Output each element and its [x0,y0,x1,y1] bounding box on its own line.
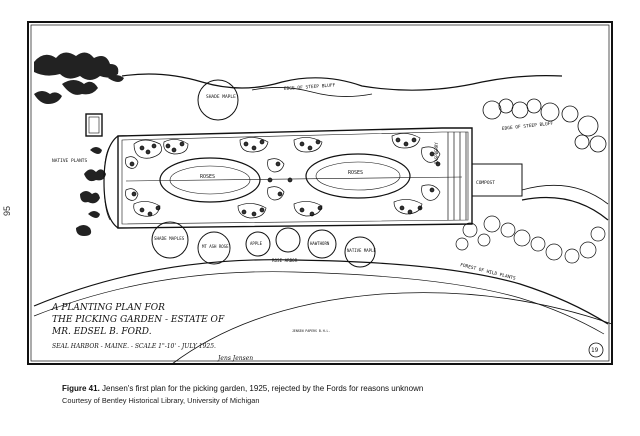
trees-right [455,215,606,264]
compost-area [472,163,523,197]
plan-title-line2: THE PICKING GARDEN - ESTATE OF [52,315,225,325]
native-maple-tree [344,236,376,268]
figure-caption: Figure 41. Jensen's first plan for the p… [62,383,622,394]
label-compost: COMPOST [476,180,495,186]
caption-text: Jensen's first plan for the picking gard… [102,384,424,393]
caption-label: Figure 41. [62,384,100,393]
sheet-number: 19 [591,347,599,354]
trees-top-right [482,98,607,153]
hawthorn-tree [307,229,337,259]
label-forest-wild-plants: FOREST OF WILD PLANTS [460,262,517,282]
apple-tree [245,231,271,257]
garden-pavilion [85,113,103,137]
label-shade-maples-left: SHADE MAPLES [154,236,185,241]
label-hawthorn: HAWTHORN [310,241,330,246]
drive-curve [521,196,609,221]
label-apple: APPLE [250,241,263,246]
shade-maple-top [197,79,239,121]
road-curve [33,259,609,325]
sheet-number-circle [588,342,604,358]
plan-signature: Jens Jensen [216,355,253,362]
archive-stamp: JENSEN PAPERS B.H.L. [292,329,330,333]
rose-bed-right [305,153,411,199]
plan-subtitle: SEAL HARBOR - MAINE. - SCALE 1"-10' - JU… [52,343,216,350]
woodland-foliage-top-left [34,52,124,104]
planting-plan-drawing: SHADE MAPLE EDGE OF STEEP BLUFF EDGE OF … [27,21,613,365]
label-rose-bed-left: ROSES [200,174,215,180]
figure-credit: Courtesy of Bentley Historical Library, … [62,396,260,405]
label-mt-ash-rose: MT ASH ROSE [202,244,229,249]
steep-bluff-line-top [121,73,563,91]
plan-title-line3: MR. EDSEL B. FORD. [51,327,152,337]
mt-ash-rose-tree [197,231,231,265]
label-shade-maple-top: SHADE MAPLE [206,94,236,100]
page-number: 95 [2,206,12,217]
label-native-plants: NATIVE PLANTS [52,158,88,164]
shrub-clusters [125,133,441,219]
shade-maples-left-tree [151,221,189,259]
label-rose-bed-right: ROSES [348,170,363,176]
label-rose-arbor: ROSE ARBOR [272,258,298,263]
raspberry-beds [447,132,467,220]
plan-frame [27,21,613,365]
label-edge-of-steep-bluff-right: EDGE OF STEEP BLUFF [502,121,554,132]
label-edge-of-steep-bluff-top: EDGE OF STEEP BLUFF [284,82,336,92]
native-plants-left [76,147,106,236]
plan-title-line1: A PLANTING PLAN FOR [51,303,165,313]
label-native-maple: NATIVE MAPLE [347,248,376,253]
rose-bed-left [159,157,261,203]
picking-garden-beds [103,127,473,229]
apple-tree-2 [275,227,301,253]
label-raspberry: RASPBERRY [434,142,439,164]
